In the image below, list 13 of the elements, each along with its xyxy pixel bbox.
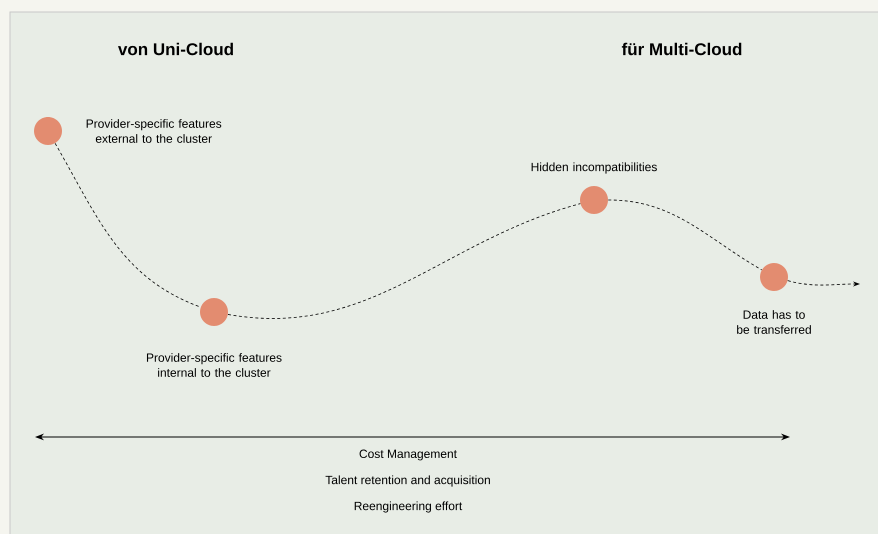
circle-marker	[580, 186, 608, 214]
circle-marker	[200, 298, 228, 326]
point-label: Provider-specific features external to the cluster	[86, 119, 222, 143]
heading: von Uni-Cloud	[118, 42, 233, 56]
circle-marker	[34, 116, 62, 145]
point-label: Hidden incompatibilities	[532, 162, 657, 174]
point-label: Data has to be transferred	[737, 310, 811, 334]
heading: für Multi-Cloud	[622, 42, 742, 56]
factor-label: Talent retention and acquisition	[326, 475, 490, 487]
point-label: Provider-specific features internal to the cluster	[146, 353, 282, 377]
factor-label: Cost Management	[360, 450, 457, 460]
factor-label: Reengineering effort	[354, 501, 462, 513]
circle-marker	[760, 262, 788, 291]
